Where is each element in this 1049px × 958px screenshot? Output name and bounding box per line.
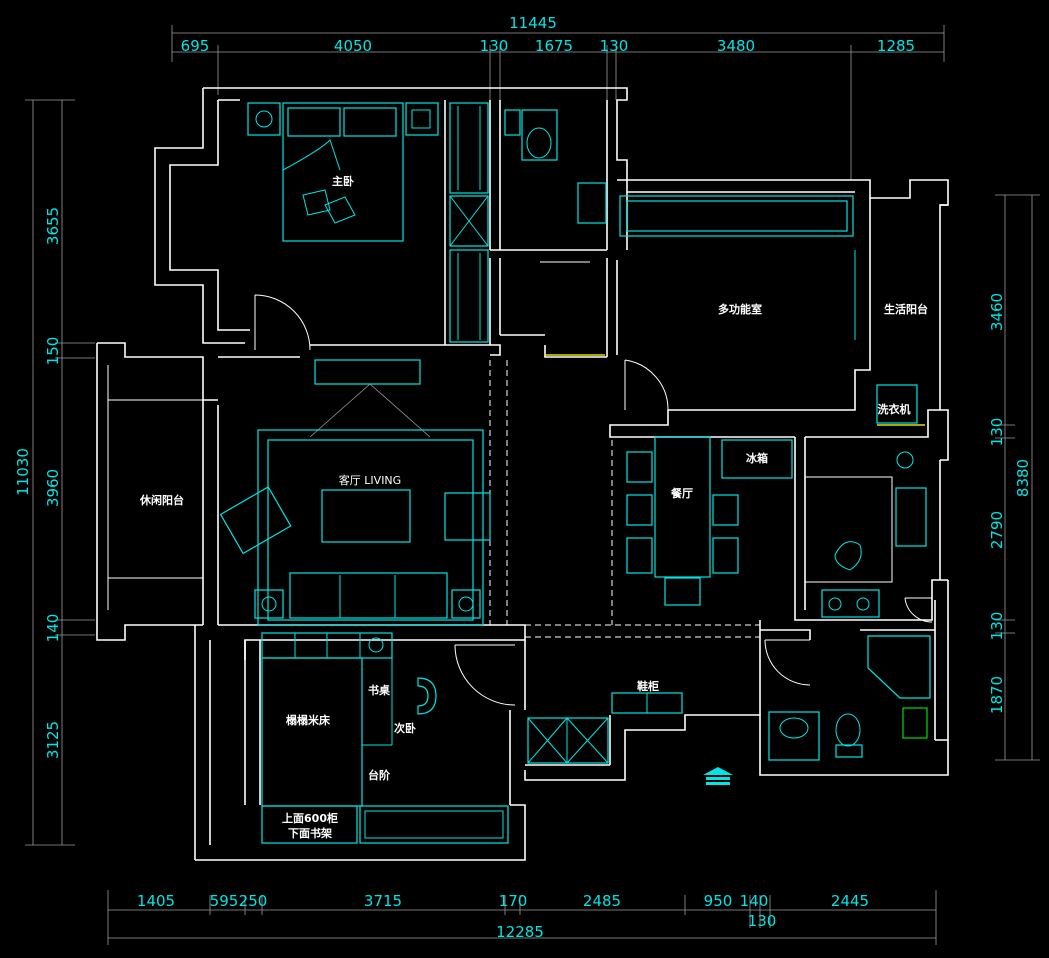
dashed-boundaries [489, 360, 760, 638]
bottom-dim-2: 595 [210, 892, 239, 910]
fridge [721, 439, 793, 479]
bathroom-fixtures-bottom [768, 635, 931, 761]
bottom-dim-9: 2445 [831, 892, 869, 910]
bottom-dim-3: 250 [239, 892, 268, 910]
bottom-dim-4: 3715 [364, 892, 402, 910]
label-step: 台阶 [368, 768, 391, 782]
entrance-arrow-icon [703, 767, 733, 785]
left-dim-5: 3125 [44, 721, 62, 759]
walls [96, 87, 949, 861]
left-dimensions: 11030 3655 150 3960 140 3125 [14, 99, 95, 846]
label-living-room: 客厅 LIVING [339, 473, 401, 487]
label-master-bedroom: 主卧 [332, 174, 354, 188]
master-wardrobe [449, 102, 489, 343]
top-dim-1: 695 [181, 37, 210, 55]
right-dim-4: 130 [988, 612, 1006, 641]
second-bedroom-furniture [261, 632, 509, 844]
living-room-sofa-set [219, 429, 491, 626]
tv-unit [309, 359, 431, 438]
bottom-dim-7: 950 [704, 892, 733, 910]
label-washing-machine: 洗衣机 [878, 402, 911, 416]
label-fridge: 冰箱 [746, 451, 768, 465]
label-desk: 书桌 [368, 683, 391, 697]
label-tatami-bed: 榻榻米床 [286, 713, 331, 727]
top-dim-4: 1675 [535, 37, 573, 55]
label-living-balcony: 生活阳台 [884, 302, 928, 316]
doors [254, 261, 933, 706]
label-leisure-balcony: 休闲阳台 [139, 493, 184, 507]
top-dim-6: 3480 [717, 37, 755, 55]
room-labels: 主卧 多功能室 生活阳台 休闲阳台 客厅 LIVING 餐厅 冰箱 洗衣机 鞋柜… [139, 174, 928, 840]
top-dim-5: 130 [600, 37, 629, 55]
right-dim-5: 1870 [988, 676, 1006, 714]
label-dining-room: 餐厅 [670, 486, 693, 500]
top-dim-3: 130 [480, 37, 509, 55]
right-dimensions: 8380 3460 130 2790 130 1870 [988, 194, 1040, 761]
kitchen-fixtures [804, 451, 927, 618]
left-dim-4: 140 [44, 614, 62, 643]
right-total-dim: 8380 [1014, 459, 1032, 497]
floor-drain [902, 707, 928, 739]
multi-function-wardrobe [619, 195, 856, 340]
right-dim-2: 130 [988, 418, 1006, 447]
top-dim-2: 4050 [334, 37, 372, 55]
label-second-bedroom: 次卧 [394, 721, 416, 735]
right-dim-3: 2790 [988, 511, 1006, 549]
top-total-dim: 11445 [509, 14, 557, 32]
label-cabinet-note-2: 下面书架 [288, 826, 332, 840]
bottom-dimensions: 1405 595 250 3715 170 2485 950 140 2445 … [107, 890, 937, 945]
label-cabinet-note-1: 上面600柜 [282, 811, 338, 825]
shoe-cabinet [527, 692, 683, 764]
bottom-dim-5: 170 [499, 892, 528, 910]
label-shoe-cabinet: 鞋柜 [637, 679, 659, 693]
bottom-total-dim: 12285 [496, 923, 544, 941]
top-dimensions: 11445 695 4050 130 1675 130 3480 1285 [171, 14, 945, 180]
left-dim-2: 150 [44, 337, 62, 366]
bottom-dim-6: 2485 [583, 892, 621, 910]
left-dim-3: 3960 [44, 469, 62, 507]
top-dim-7: 1285 [877, 37, 915, 55]
left-total-dim: 11030 [14, 448, 32, 496]
left-dim-1: 3655 [44, 207, 62, 245]
dining-table [626, 436, 739, 606]
bathroom-fixtures-top [504, 109, 607, 224]
master-bed [247, 102, 439, 242]
right-dim-1: 3460 [988, 293, 1006, 331]
bottom-dim-8: 140 [740, 892, 769, 910]
washing-machine [876, 384, 918, 424]
label-multi-function-room: 多功能室 [718, 302, 762, 316]
bottom-dim-1: 1405 [137, 892, 175, 910]
bottom-dim-extra: 130 [748, 912, 777, 930]
